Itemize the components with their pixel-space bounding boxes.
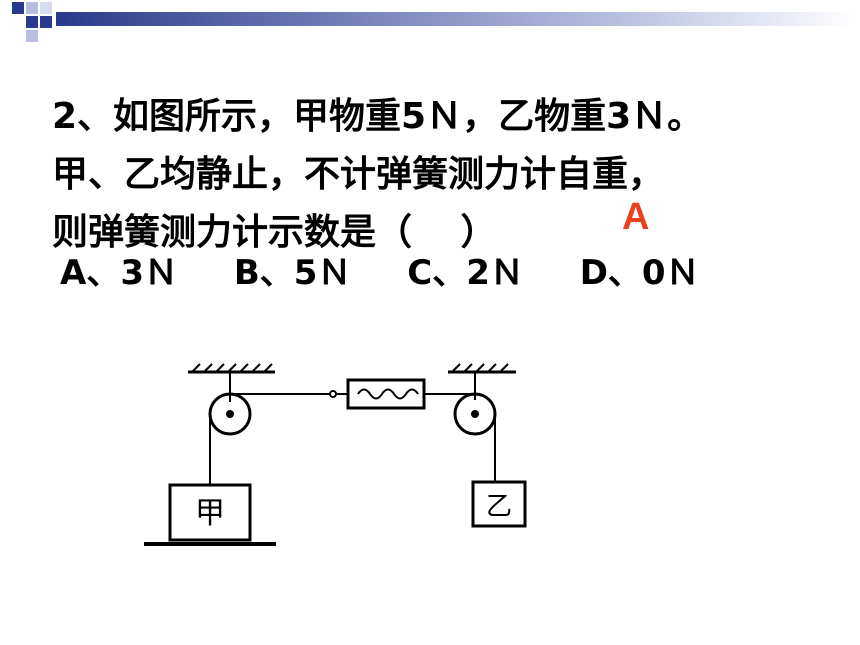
slide-header-decoration [12,2,856,42]
deco-square [12,2,24,14]
right-ceiling-hatch [451,363,509,373]
left-block [168,483,252,542]
question-line: 则弹簧测力计示数是（ ） [52,212,497,253]
deco-square [26,2,38,14]
deco-square [26,16,38,28]
deco-square [40,16,52,28]
option-c: C、2Ｎ [407,253,524,293]
deco-bar [56,12,856,26]
option-d: D、0Ｎ [579,253,700,293]
right-block [471,480,527,528]
right-pulley-axle [471,410,479,418]
answer-mark: A [622,196,650,238]
scale-hook [329,390,337,398]
option-b: B、5Ｎ [233,253,352,293]
left-block-label: 甲 [195,496,225,531]
spring-coil [357,388,419,400]
question-line: 2、如图所示，甲物重5Ｎ，乙物重3Ｎ。 [52,96,704,137]
left-ceiling-hatch [191,363,273,373]
spring-scale-icon [346,378,426,410]
right-block-label: 乙 [486,492,512,522]
deco-square [26,30,38,42]
question-text: 2、如图所示，甲物重5Ｎ，乙物重3Ｎ。 甲、乙均静止，不计弹簧测力计自重， 则弹… [52,88,842,262]
question-line: 甲、乙均静止，不计弹簧测力计自重， [52,154,665,195]
spring-scale-diagram: 甲 乙 [144,363,527,546]
deco-square [40,2,52,14]
left-pulley-axle [226,410,234,418]
answer-options: A、3Ｎ B、5Ｎ C、2Ｎ D、0Ｎ [60,248,700,298]
option-a: A、3Ｎ [60,253,178,293]
